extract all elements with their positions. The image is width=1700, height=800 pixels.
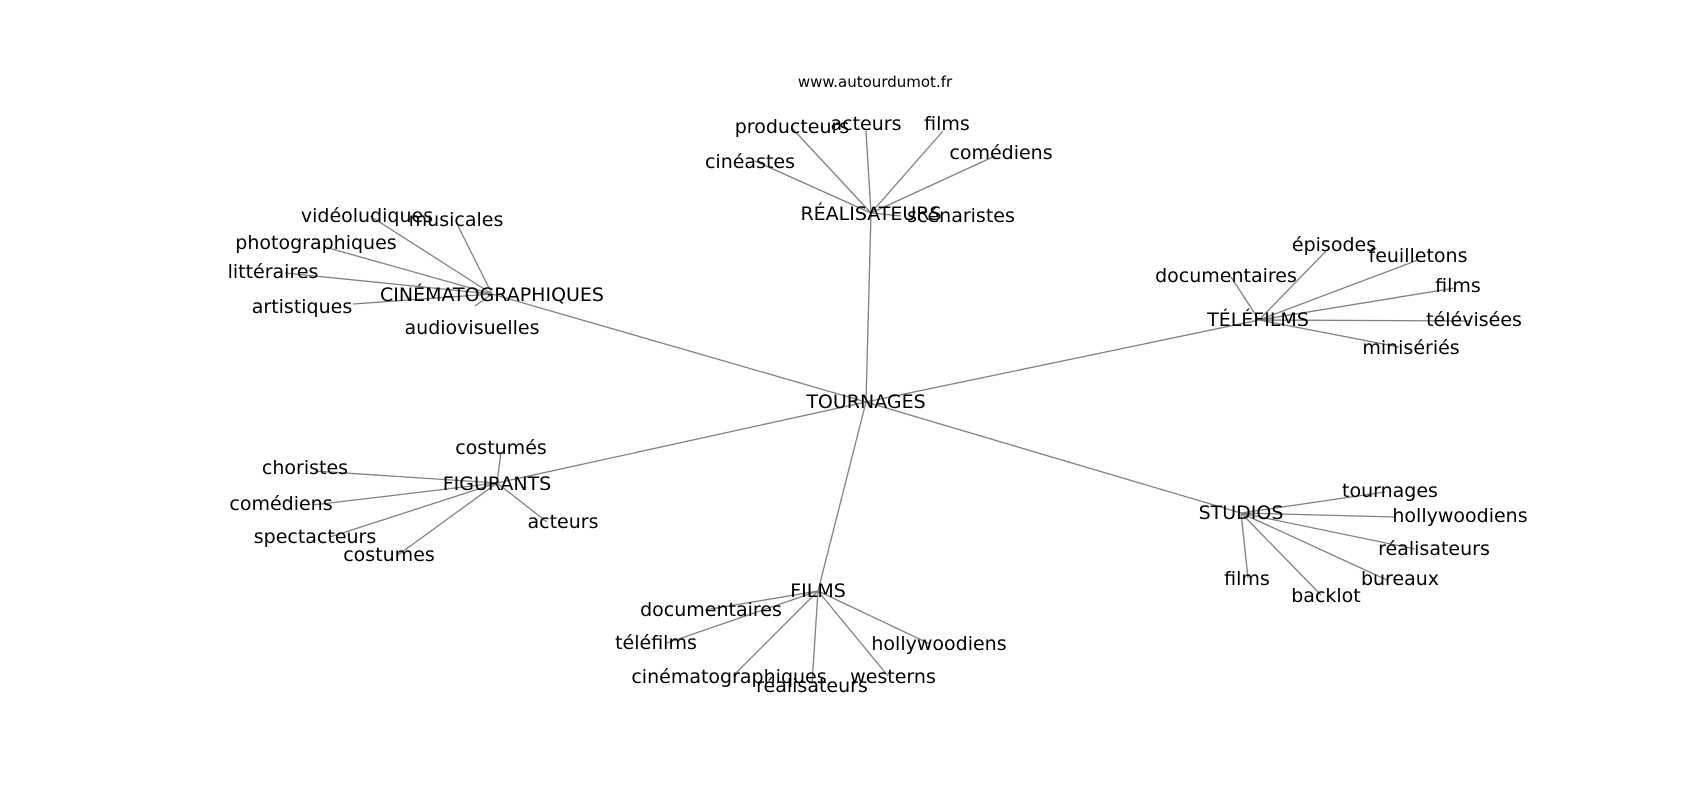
leaf-telefilms-4[interactable]: minisériés — [1362, 337, 1459, 359]
edge-center-films — [817, 401, 867, 592]
leaf-figurants-5[interactable]: acteurs — [528, 511, 599, 533]
edge-cinematographiques-0 — [369, 215, 493, 295]
leaf-figurants-2[interactable]: comédiens — [229, 493, 332, 515]
edge-studios-5 — [1240, 512, 1322, 596]
node-realisateurs[interactable]: RÉALISATEURS — [800, 202, 941, 225]
leaf-realisateurs-5[interactable]: scénaristes — [907, 205, 1015, 227]
edge-telefilms-1 — [1258, 259, 1419, 321]
edge-cinematographiques-5 — [474, 293, 493, 307]
edge-films-5 — [817, 590, 931, 645]
edge-realisateurs-0 — [790, 126, 872, 214]
leaf-telefilms-5[interactable]: documentaires — [1155, 265, 1297, 287]
edge-films-3 — [811, 590, 819, 685]
edge-films-0 — [704, 590, 819, 611]
edge-center-realisateurs — [865, 212, 872, 403]
leaf-studios-0[interactable]: tournages — [1342, 480, 1438, 502]
edge-center-cinematographiques — [491, 293, 867, 403]
edge-telefilms-0 — [1258, 248, 1329, 321]
leaf-realisateurs-2[interactable]: films — [924, 113, 970, 135]
leaf-figurants-4[interactable]: costumes — [343, 544, 435, 566]
leaf-realisateurs-1[interactable]: acteurs — [831, 113, 902, 135]
edge-films-4 — [817, 590, 889, 677]
leaf-figurants-1[interactable]: choristes — [262, 457, 348, 479]
edge-realisateurs-2 — [870, 130, 944, 214]
edge-films-1 — [666, 590, 819, 644]
edge-realisateurs-3 — [870, 155, 996, 214]
edge-realisateurs-4 — [754, 160, 872, 214]
edge-figurants-2 — [312, 482, 498, 506]
leaf-telefilms-3[interactable]: télévisées — [1426, 309, 1522, 331]
edge-center-telefilms — [865, 319, 1260, 403]
leaf-telefilms-1[interactable]: feuilletons — [1369, 245, 1468, 267]
graph-edges — [284, 126, 1472, 685]
leaf-cinematographiques-2[interactable]: photographiques — [235, 232, 396, 254]
leaf-cinematographiques-3[interactable]: littéraires — [228, 261, 319, 283]
edge-figurants-3 — [329, 482, 498, 538]
node-films[interactable]: FILMS — [790, 580, 846, 602]
edge-realisateurs-1 — [865, 130, 872, 214]
node-studios[interactable]: STUDIOS — [1199, 502, 1284, 524]
leaf-films-2[interactable]: cinématographiques — [631, 666, 826, 688]
source-label[interactable]: www.autourdumot.fr — [798, 73, 953, 91]
leaf-films-5[interactable]: hollywoodiens — [871, 633, 1006, 655]
edge-studios-3 — [1240, 512, 1388, 581]
node-telefilms[interactable]: TÉLÉFILMS — [1206, 308, 1309, 331]
leaf-films-4[interactable]: westerns — [850, 666, 936, 688]
edge-figurants-1 — [314, 470, 498, 484]
center-node-label[interactable]: TOURNAGES — [805, 391, 925, 413]
leaf-realisateurs-0[interactable]: producteurs — [735, 116, 850, 138]
leaf-films-1[interactable]: téléfilms — [615, 632, 697, 654]
leaf-cinematographiques-0[interactable]: vidéoludiques — [301, 205, 433, 227]
edge-telefilms-4 — [1258, 319, 1400, 348]
graph-labels: www.autourdumot.fr TOURNAGES RÉALISATEUR… — [228, 73, 1528, 697]
edge-cinematographiques-2 — [324, 246, 493, 295]
edge-figurants-4 — [397, 482, 498, 556]
edge-cinematographiques-3 — [284, 272, 493, 295]
leaf-studios-5[interactable]: backlot — [1291, 585, 1361, 607]
leaf-figurants-3[interactable]: spectacteurs — [254, 526, 377, 548]
leaf-films-0[interactable]: documentaires — [640, 599, 782, 621]
edge-studios-2 — [1240, 512, 1416, 550]
edge-figurants-5 — [496, 482, 548, 523]
leaf-studios-3[interactable]: bureaux — [1361, 568, 1439, 590]
edge-realisateurs-5 — [870, 212, 902, 217]
edge-studios-4 — [1240, 512, 1249, 579]
node-cinematographiques[interactable]: CINÉMATOGRAPHIQUES — [380, 283, 604, 306]
leaf-realisateurs-4[interactable]: cinéastes — [705, 151, 795, 173]
leaf-figurants-0[interactable]: costumés — [455, 437, 547, 459]
edge-center-studios — [865, 401, 1242, 514]
leaf-cinematographiques-5[interactable]: audiovisuelles — [405, 317, 540, 339]
edge-studios-1 — [1240, 512, 1397, 518]
edge-cinematographiques-4 — [352, 293, 493, 305]
edge-studios-0 — [1240, 491, 1386, 514]
edge-center-figurants — [496, 401, 867, 484]
edge-telefilms-2 — [1258, 287, 1456, 321]
leaf-films-3[interactable]: réalisateurs — [756, 675, 868, 697]
leaf-studios-2[interactable]: réalisateurs — [1378, 538, 1490, 560]
edge-figurants-0 — [496, 451, 502, 484]
edge-cinematographiques-1 — [457, 225, 493, 295]
leaf-telefilms-2[interactable]: films — [1435, 275, 1481, 297]
edge-telefilms-5 — [1230, 276, 1260, 321]
edge-films-2 — [732, 590, 819, 677]
leaf-telefilms-0[interactable]: épisodes — [1292, 234, 1376, 256]
leaf-studios-1[interactable]: hollywoodiens — [1392, 505, 1527, 527]
node-figurants[interactable]: FIGURANTS — [443, 473, 551, 495]
edge-telefilms-3 — [1258, 319, 1472, 322]
leaf-cinematographiques-1[interactable]: musicales — [409, 209, 504, 231]
leaf-studios-4[interactable]: films — [1224, 568, 1270, 590]
leaf-realisateurs-3[interactable]: comédiens — [949, 142, 1052, 164]
leaf-cinematographiques-4[interactable]: artistiques — [252, 296, 353, 318]
